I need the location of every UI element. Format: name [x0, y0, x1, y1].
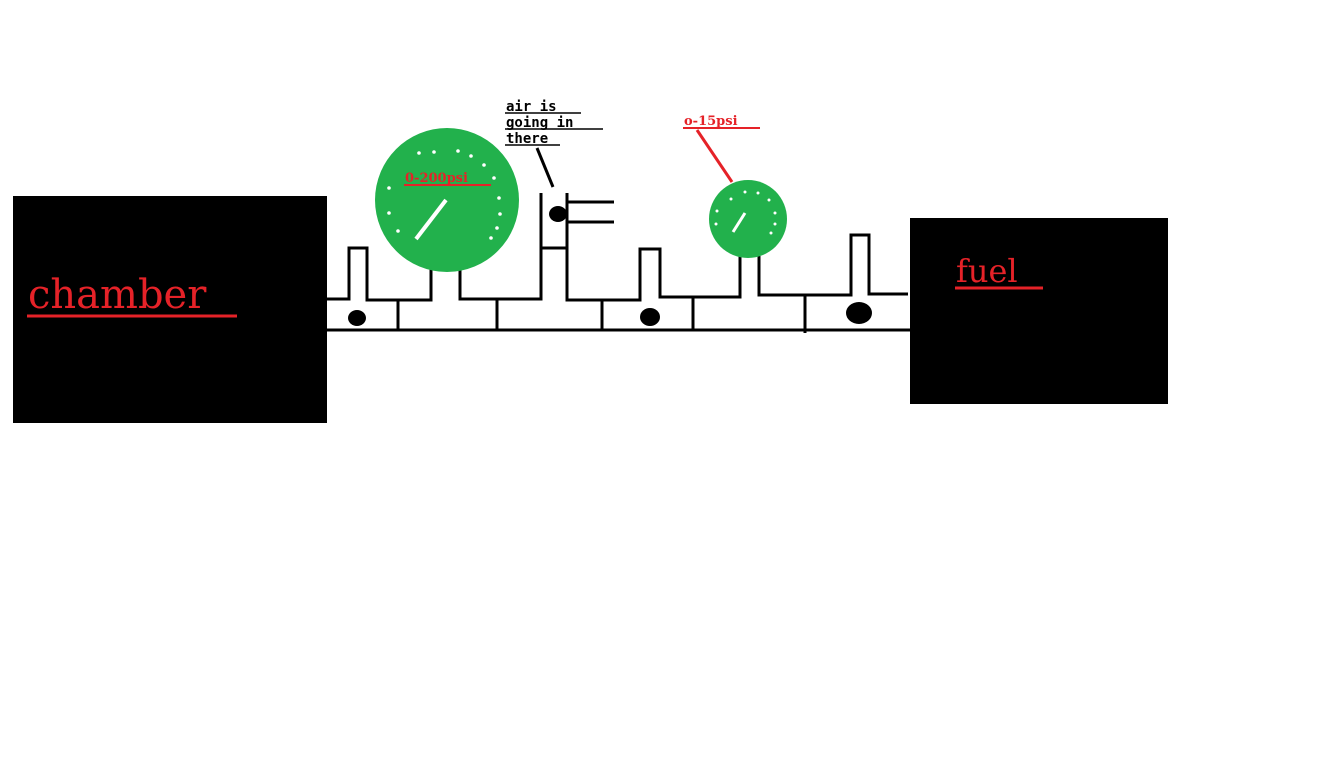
fuel-block: fuel — [910, 218, 1168, 404]
large-gauge-label: 0-200psi — [405, 171, 468, 186]
air-annotation-line-3: there — [506, 131, 548, 147]
valve-dot — [348, 310, 366, 326]
air-annotation-line-1: air is — [506, 99, 557, 115]
fuel-label: fuel — [956, 252, 1018, 290]
small-gauge-pointer — [695, 129, 734, 183]
small-gauge-label: o-15psi — [684, 114, 738, 129]
pressure-gauge-icon — [709, 180, 787, 258]
pressure-gauge-icon: 0-200psi — [375, 128, 519, 272]
pipe — [327, 193, 910, 333]
valve-dots — [348, 206, 872, 326]
valve-dot — [549, 206, 567, 222]
valve-dot — [640, 308, 660, 326]
air-annotation: air is going in there — [505, 99, 603, 188]
valve-dot — [846, 302, 872, 324]
small-gauge-callout: o-15psi — [683, 114, 760, 183]
chamber-label: chamber — [28, 272, 207, 318]
air-annotation-pointer — [535, 147, 555, 188]
chamber-block: chamber — [13, 196, 327, 423]
air-annotation-line-2: going in — [506, 115, 573, 131]
